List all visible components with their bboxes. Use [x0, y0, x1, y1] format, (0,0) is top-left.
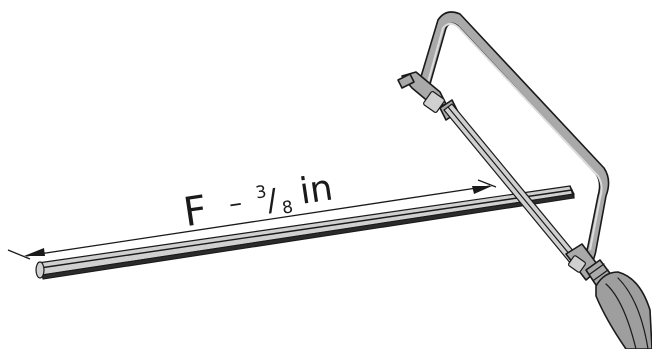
fraction-numerator: 3	[254, 182, 268, 203]
dimension-unit: in	[297, 167, 336, 212]
dimension-dash: –	[227, 188, 244, 220]
dimension-letter: F	[180, 187, 210, 236]
right-arrowhead	[472, 186, 492, 194]
hacksaw-icon	[397, 11, 652, 349]
dimension-line	[7, 179, 497, 260]
fraction-slash: /	[264, 183, 280, 219]
left-arrowhead	[24, 248, 45, 256]
rod-workpiece	[35, 185, 575, 280]
fraction-denominator: 8	[281, 197, 295, 218]
